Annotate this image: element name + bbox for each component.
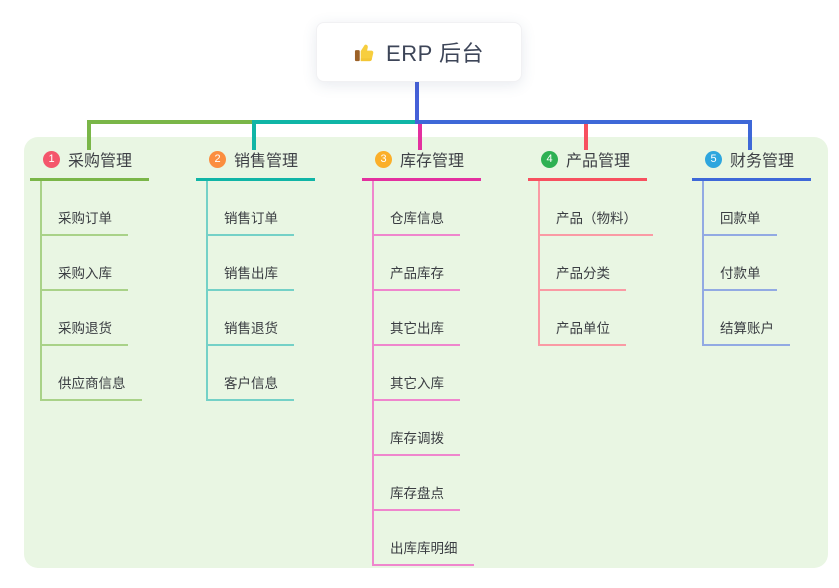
branch-1-connector-drop xyxy=(87,120,91,150)
child-label: 其它入库 xyxy=(390,376,444,391)
bus-segment-teal xyxy=(252,120,418,124)
child-node-仓库信息[interactable]: 仓库信息 xyxy=(372,181,460,236)
child-label: 库存调拨 xyxy=(390,431,444,446)
branch-label: 销售管理 xyxy=(234,153,299,170)
branch-node-库存管理[interactable]: 3 库存管理 xyxy=(362,147,481,181)
child-label: 客户信息 xyxy=(224,376,278,391)
child-node-销售订单[interactable]: 销售订单 xyxy=(206,181,294,236)
children-spine-line xyxy=(40,181,42,401)
branch-children: 产品（物料） 产品分类产品单位 xyxy=(538,181,653,346)
child-node-结算账户[interactable]: 结算账户 xyxy=(702,291,790,346)
branch-5-connector-drop xyxy=(748,120,752,150)
child-node-付款单[interactable]: 付款单 xyxy=(702,236,777,291)
children-spine-line xyxy=(538,181,540,346)
branch-number-badge: 5 xyxy=(705,150,722,168)
bus-segment-blue xyxy=(416,120,752,124)
child-node-出库库明细[interactable]: 出库库明细 xyxy=(372,511,474,566)
child-node-库存调拨[interactable]: 库存调拨 xyxy=(372,401,460,456)
child-node-销售退货[interactable]: 销售退货 xyxy=(206,291,294,346)
child-label: 供应商信息 xyxy=(58,376,126,391)
child-node-其它入库[interactable]: 其它入库 xyxy=(372,346,460,401)
branch-4: 4 产品管理产品（物料） 产品分类产品单位 xyxy=(528,147,653,346)
child-label: 产品库存 xyxy=(390,266,444,281)
child-node-采购订单[interactable]: 采购订单 xyxy=(40,181,128,236)
branch-node-采购管理[interactable]: 1 采购管理 xyxy=(30,147,149,181)
children-spine-line xyxy=(372,181,374,566)
child-label: 出库库明细 xyxy=(390,541,458,556)
child-label: 仓库信息 xyxy=(390,211,444,226)
child-label: 回款单 xyxy=(720,211,761,226)
branch-node-产品管理[interactable]: 4 产品管理 xyxy=(528,147,647,181)
child-node-产品（物料）[interactable]: 产品（物料） xyxy=(538,181,653,236)
children-spine-line xyxy=(206,181,208,401)
branch-label: 库存管理 xyxy=(400,153,465,170)
children-spine-line xyxy=(702,181,704,346)
branch-1: 1 采购管理采购订单采购入库采购退货供应商信息 xyxy=(30,147,149,401)
bus-segment-green xyxy=(87,120,252,124)
branch-3-connector-drop xyxy=(418,120,422,150)
child-node-采购入库[interactable]: 采购入库 xyxy=(40,236,128,291)
child-label: 采购退货 xyxy=(58,321,112,336)
branch-3: 3 库存管理仓库信息产品库存其它出库其它入库库存调拨库存盘点出库库明细 xyxy=(362,147,481,566)
child-label: 销售订单 xyxy=(224,211,278,226)
child-label: 产品（物料） xyxy=(556,211,637,226)
branch-node-财务管理[interactable]: 5 财务管理 xyxy=(692,147,811,181)
branch-5: 5 财务管理回款单付款单结算账户 xyxy=(692,147,811,346)
child-node-供应商信息[interactable]: 供应商信息 xyxy=(40,346,142,401)
branch-2: 2 销售管理销售订单销售出库销售退货客户信息 xyxy=(196,147,315,401)
child-label: 产品单位 xyxy=(556,321,610,336)
child-label: 销售出库 xyxy=(224,266,278,281)
branch-children: 仓库信息产品库存其它出库其它入库库存调拨库存盘点出库库明细 xyxy=(372,181,481,566)
branch-node-销售管理[interactable]: 2 销售管理 xyxy=(196,147,315,181)
child-label: 产品分类 xyxy=(556,266,610,281)
branch-label: 产品管理 xyxy=(566,153,631,170)
branch-number-badge: 4 xyxy=(541,150,558,168)
branch-2-connector-drop xyxy=(252,120,256,150)
branch-number-badge: 2 xyxy=(209,150,226,168)
child-label: 付款单 xyxy=(720,266,761,281)
child-node-产品单位[interactable]: 产品单位 xyxy=(538,291,626,346)
branch-children: 销售订单销售出库销售退货客户信息 xyxy=(206,181,315,401)
child-label: 其它出库 xyxy=(390,321,444,336)
branch-children: 回款单付款单结算账户 xyxy=(702,181,811,346)
child-node-回款单[interactable]: 回款单 xyxy=(702,181,777,236)
child-node-库存盘点[interactable]: 库存盘点 xyxy=(372,456,460,511)
child-label: 采购入库 xyxy=(58,266,112,281)
child-label: 库存盘点 xyxy=(390,486,444,501)
child-node-客户信息[interactable]: 客户信息 xyxy=(206,346,294,401)
branch-label: 财务管理 xyxy=(730,153,795,170)
branch-number-badge: 1 xyxy=(43,150,60,168)
thumbs-up-icon xyxy=(354,41,377,64)
branch-number-badge: 3 xyxy=(375,150,392,168)
child-node-采购退货[interactable]: 采购退货 xyxy=(40,291,128,346)
root-label: ERP 后台 xyxy=(386,41,484,66)
child-label: 采购订单 xyxy=(58,211,112,226)
child-label: 结算账户 xyxy=(720,321,774,336)
child-label: 销售退货 xyxy=(224,321,278,336)
child-node-其它出库[interactable]: 其它出库 xyxy=(372,291,460,346)
child-node-产品分类[interactable]: 产品分类 xyxy=(538,236,626,291)
root-connector-line xyxy=(415,80,419,124)
branch-4-connector-drop xyxy=(584,120,588,150)
child-node-产品库存[interactable]: 产品库存 xyxy=(372,236,460,291)
root-node[interactable]: ERP 后台 xyxy=(316,22,522,82)
branch-label: 采购管理 xyxy=(68,153,133,170)
child-node-销售出库[interactable]: 销售出库 xyxy=(206,236,294,291)
branch-children: 采购订单采购入库采购退货供应商信息 xyxy=(40,181,149,401)
branches-panel xyxy=(24,137,828,568)
